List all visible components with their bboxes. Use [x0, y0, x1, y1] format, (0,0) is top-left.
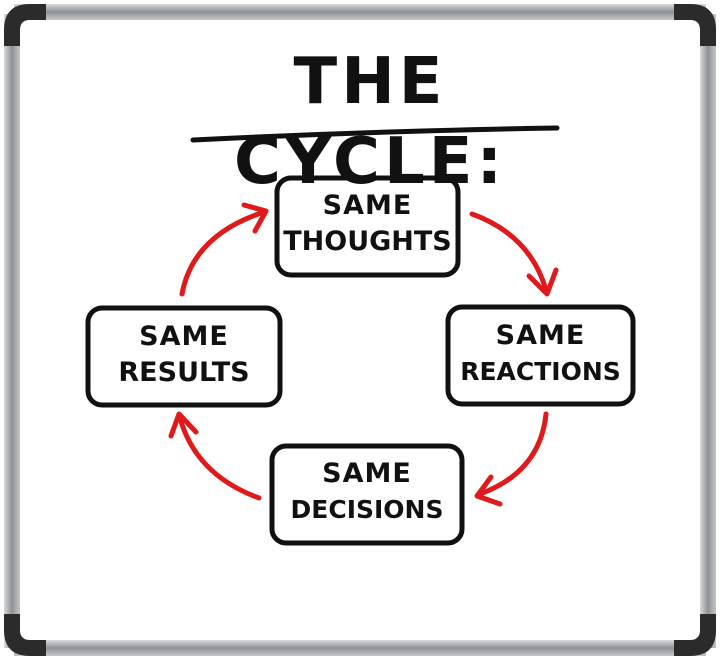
node-decisions-line1: SAME: [322, 458, 412, 489]
node-thoughts: SAME THOUGHTS: [277, 188, 458, 260]
frame-top: [14, 4, 706, 20]
node-decisions-line2: DECISIONS: [290, 495, 444, 524]
corner-bottom-left: [4, 614, 46, 656]
frame-left: [4, 14, 20, 648]
node-decisions: SAME DECISIONS: [272, 456, 462, 528]
corner-bottom-right: [674, 614, 716, 656]
corner-top-right: [674, 4, 716, 46]
node-reactions-line2: REACTIONS: [460, 357, 621, 386]
node-box-decisions: [269, 443, 465, 546]
node-reactions: SAME REACTIONS: [448, 318, 633, 390]
node-results-line2: RESULTS: [118, 357, 250, 388]
arrow-results-to-thoughts: [179, 202, 269, 297]
node-results: SAME RESULTS: [88, 319, 280, 391]
node-box-thoughts: [274, 175, 461, 278]
title-underline: [190, 125, 560, 143]
arrow-reactions-to-decisions: [474, 411, 549, 507]
node-results-line1: SAME: [139, 321, 229, 352]
arrow-decisions-to-results: [168, 411, 262, 501]
corner-top-left: [4, 4, 46, 46]
frame-right: [700, 14, 716, 648]
node-reactions-line1: SAME: [495, 320, 586, 351]
node-box-results: [85, 305, 283, 408]
arrow-thoughts-to-reactions: [469, 211, 559, 297]
frame-bottom: [14, 640, 706, 656]
node-thoughts-line1: SAME: [322, 190, 413, 221]
node-thoughts-line2: THOUGHTS: [283, 226, 452, 257]
page-title: THE CYCLE:: [233, 45, 507, 199]
node-box-reactions: [445, 304, 636, 407]
